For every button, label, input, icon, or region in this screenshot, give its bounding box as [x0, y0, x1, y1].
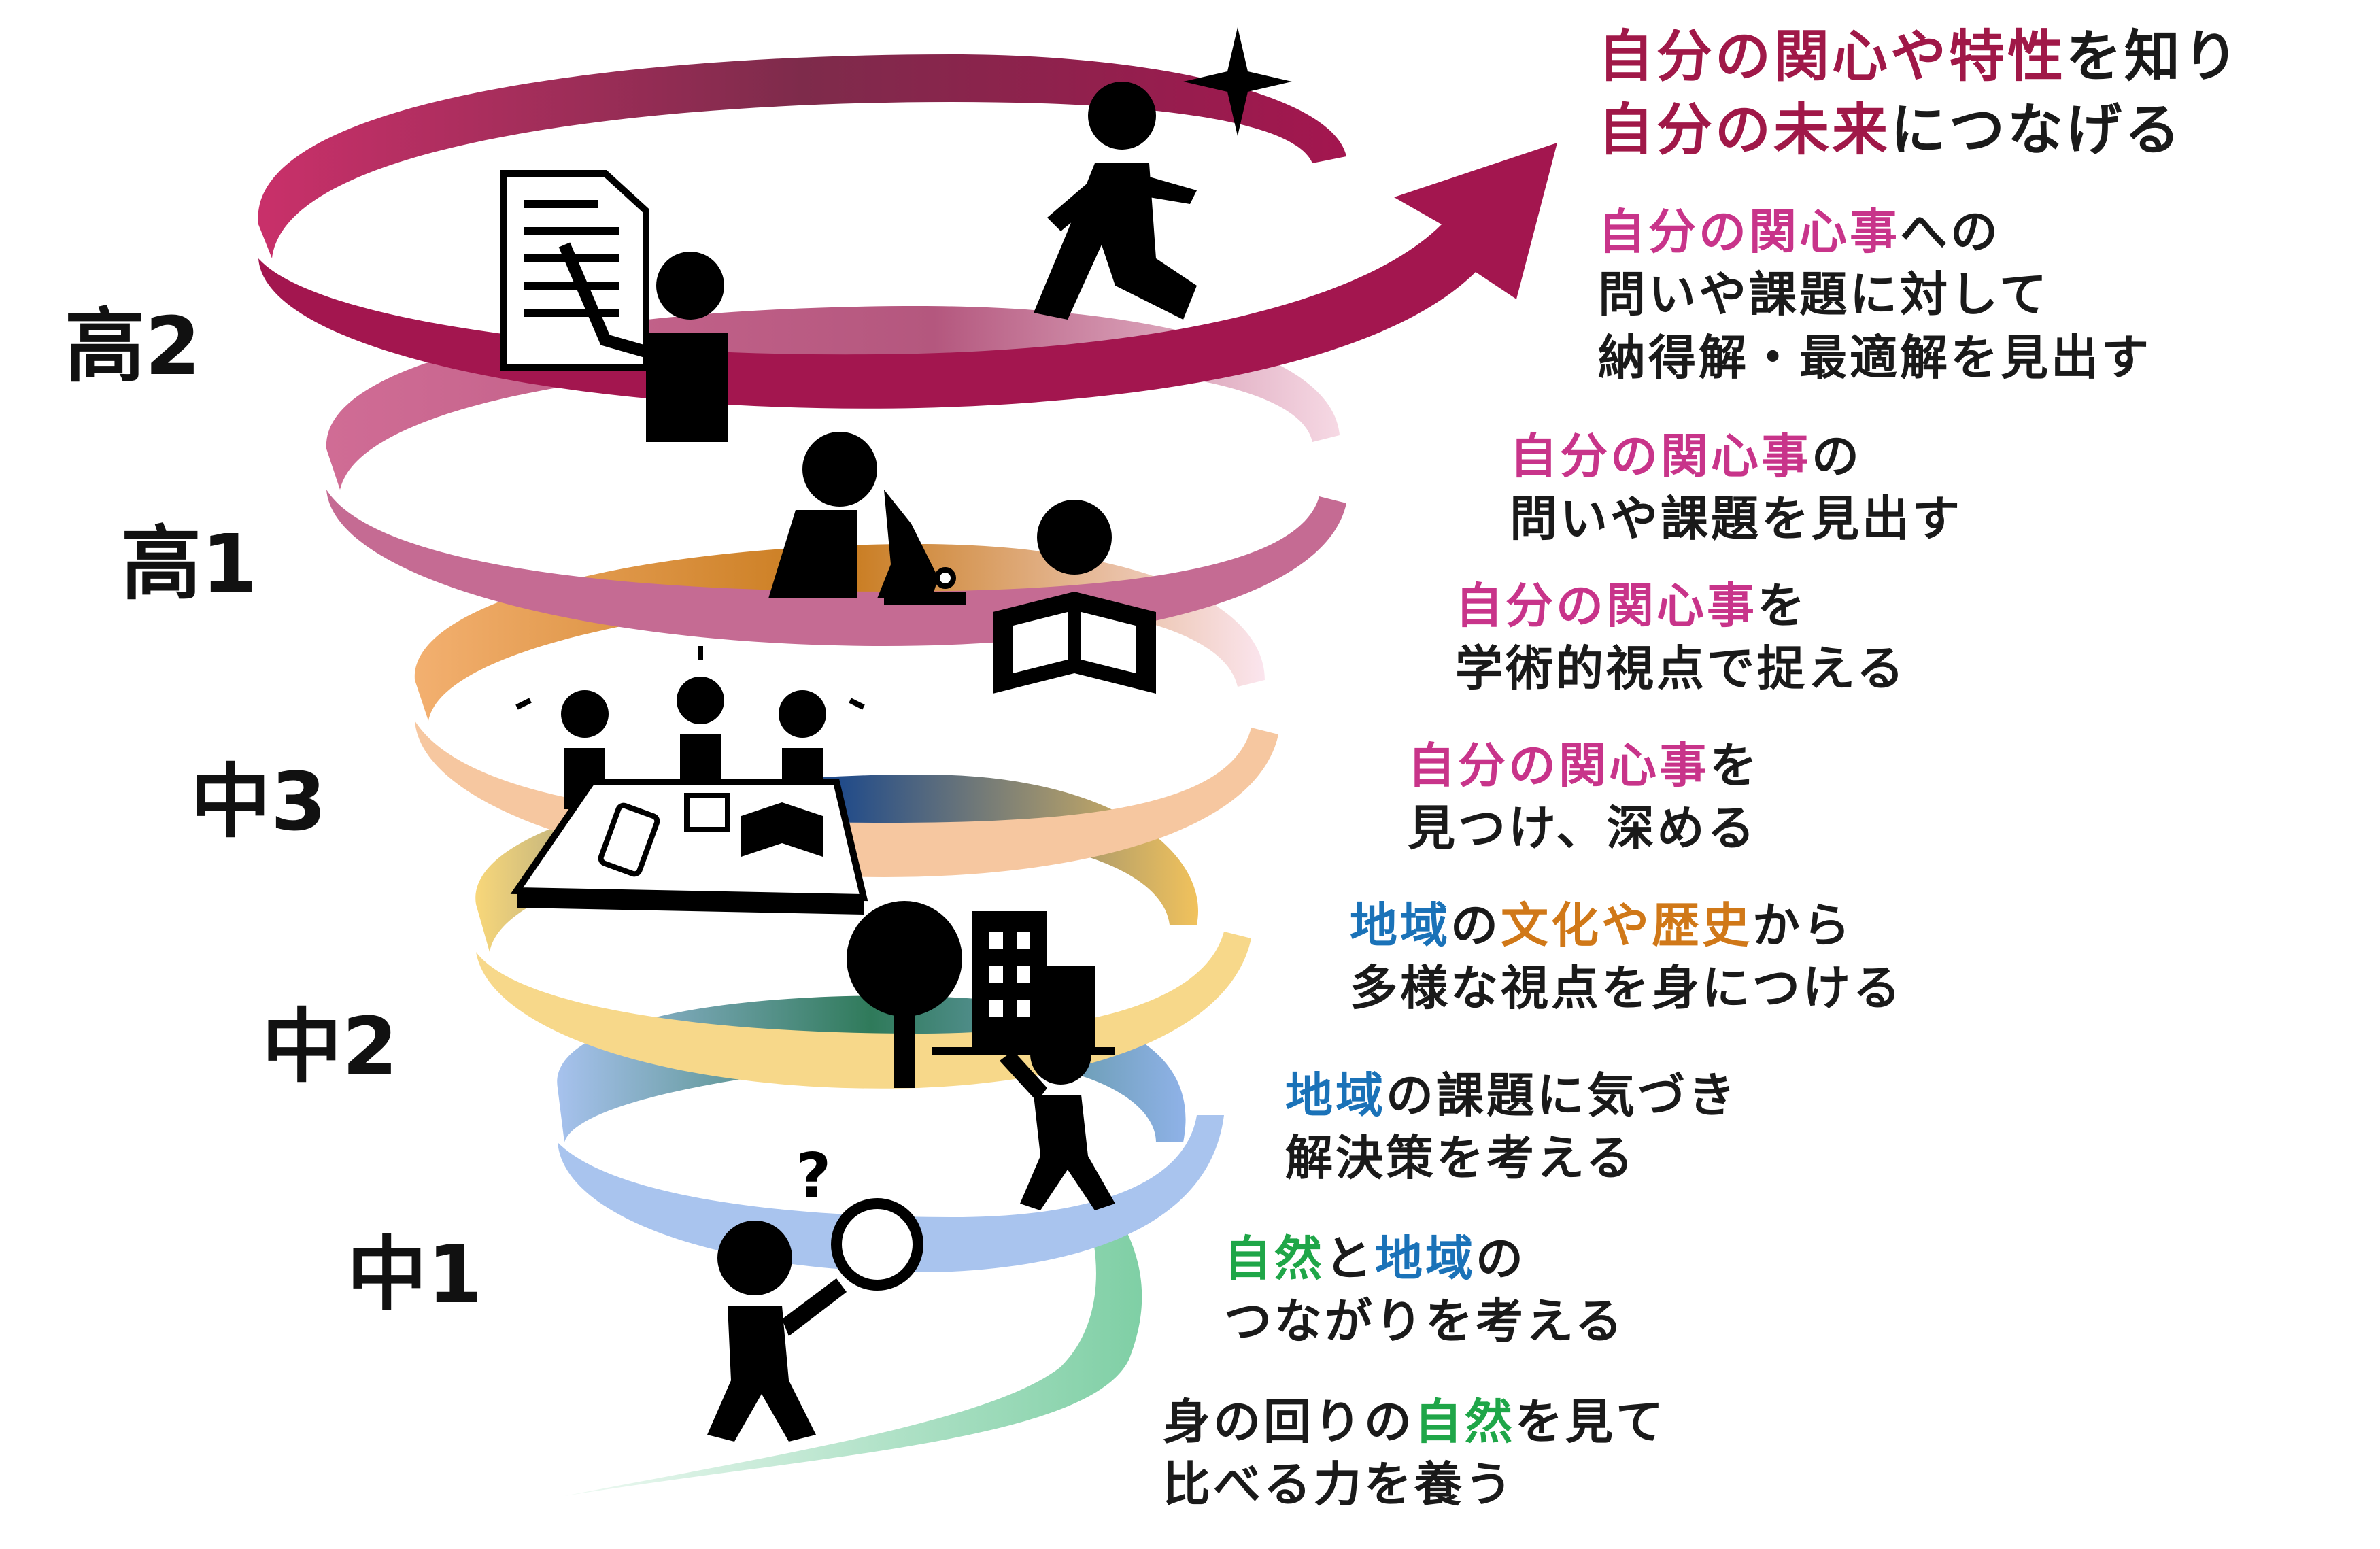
desc-k2: 自分の関心事への 問いや課題に対して 納得解・最適解を見出す — [1598, 201, 2152, 389]
band-k2-front — [258, 143, 1557, 409]
grade-label-k1: 高1 — [121, 517, 258, 611]
desc-line: 問いや課題に対して — [1598, 267, 2050, 323]
desc-line: 自分の関心事への — [1598, 204, 2001, 260]
desc-line: 身の回りの自然を見て — [1163, 1394, 1666, 1450]
desc-c2-b: 地域の課題に気づき 解決策を考える — [1285, 1064, 1738, 1190]
desc-line: つながりを考える — [1224, 1293, 1625, 1350]
desc-line: 地域の文化や歴史から — [1350, 898, 1853, 953]
group-discussion-icon — [510, 646, 868, 915]
desc-line: 地域の課題に気づき — [1285, 1068, 1738, 1123]
grade-label-c2: 中2 — [262, 1000, 398, 1093]
tree-icon — [847, 901, 962, 1088]
desc-line: 納得解・最適解を見出す — [1598, 329, 2152, 386]
desc-line: 見つけ、深める — [1408, 800, 1758, 857]
desc-k2-goal: 自分の関心や特性を知り 自分の未来につなげる — [1598, 20, 2241, 167]
desc-c2: 地域の文化や歴史から 多様な視点を身につける — [1350, 894, 1903, 1020]
band-tail — [564, 1210, 1142, 1496]
desc-c1-b: 身の回りの自然を見て 比べる力を養う — [1163, 1391, 1666, 1516]
desc-line: 自分の未来につなげる — [1598, 98, 2183, 163]
grade-label-c1: 中1 — [347, 1227, 483, 1321]
desc-line: 自然と地域の — [1224, 1231, 1526, 1287]
desc-line: 自分の関心事を — [1455, 578, 1807, 634]
desc-line: 解決策を考える — [1285, 1130, 1636, 1187]
desc-k1: 自分の関心事の 問いや課題を見出す — [1510, 425, 1962, 551]
desc-line: 学術的視点で捉える — [1455, 641, 1907, 697]
desc-line: 問いや課題を見出す — [1510, 491, 1962, 547]
desc-line: 自分の関心や特性を知り — [1598, 24, 2242, 89]
scientist-microscope-icon — [768, 432, 966, 605]
grade-label-c3: 中3 — [190, 755, 327, 849]
magnifier-person-icon — [707, 1198, 923, 1442]
pointing-person-icon — [1000, 1023, 1115, 1210]
reader-icon — [993, 500, 1156, 694]
desc-line: 自分の関心事の — [1510, 428, 1862, 484]
band-c1-front — [558, 1115, 1224, 1272]
building-icon — [932, 911, 1115, 1055]
band-k2 — [258, 54, 1346, 258]
desc-c1: 自然と地域の つながりを考える — [1224, 1227, 1625, 1353]
sparkle-icon — [1183, 27, 1292, 136]
desc-c3: 自分の関心事を 見つけ、深める — [1408, 734, 1760, 860]
question-mark-icon: ? — [796, 1140, 831, 1212]
presenter-icon — [500, 170, 728, 442]
desc-line: 自分の関心事を — [1408, 738, 1760, 794]
grade-label-k2: 高2 — [65, 299, 201, 393]
runner-icon — [1034, 82, 1197, 320]
desc-line: 比べる力を養う — [1163, 1457, 1515, 1513]
desc-line: 多様な視点を身につける — [1350, 960, 1903, 1017]
desc-k1-b: 自分の関心事を 学術的視点で捉える — [1455, 575, 1907, 700]
